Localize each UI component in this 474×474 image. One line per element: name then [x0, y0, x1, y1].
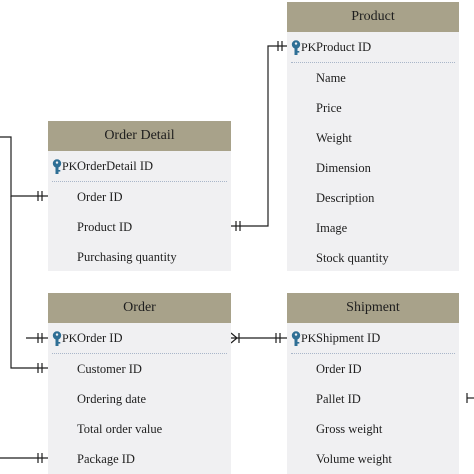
- order-attr-customer-id: Customer ID: [77, 362, 142, 376]
- shipment-pk-field: Shipment ID: [316, 331, 381, 345]
- crowfoot-order: [230, 332, 238, 344]
- entity-product-title: Product: [287, 2, 459, 32]
- order-detail-attr-order-id: Order ID: [77, 190, 123, 204]
- order-attr-total-order-value: Total order value: [77, 422, 163, 436]
- separator: [52, 181, 227, 182]
- product-pk-row: PK Product ID: [287, 32, 459, 62]
- separator: [52, 353, 227, 354]
- entity-order[interactable]: Order PK Order ID Customer ID Ordering d…: [48, 293, 231, 474]
- product-attr-stock-quantity: Stock quantity: [316, 251, 389, 265]
- entity-product[interactable]: Product PK Product ID Name Price Weight …: [287, 2, 459, 271]
- order-pk-row: PK Order ID: [48, 323, 231, 353]
- connector-external-customer: [10, 196, 48, 369]
- order-attr-package-id: Package ID: [77, 452, 135, 466]
- entity-shipment-title: Shipment: [287, 293, 459, 323]
- product-attr-dimension: Dimension: [316, 161, 371, 175]
- shipment-attr-gross-weight: Gross weight: [316, 422, 383, 436]
- product-attr-description: Description: [316, 191, 375, 205]
- key-icon: [291, 40, 301, 55]
- entity-order-title: Order: [48, 293, 231, 323]
- shipment-attr-pallet-id: Pallet ID: [316, 392, 361, 406]
- pk-label: PK: [62, 331, 78, 345]
- shipment-pk-row: PK Shipment ID: [287, 323, 459, 353]
- order-attr-ordering-date: Ordering date: [77, 392, 147, 406]
- key-icon: [52, 331, 62, 346]
- connector-external-orderdetail: [0, 136, 48, 197]
- order-detail-pk-row: PK OrderDetail ID: [48, 151, 231, 181]
- product-pk-field: Product ID: [316, 40, 372, 54]
- pk-label: PK: [301, 331, 317, 345]
- order-detail-pk-field: OrderDetail ID: [77, 159, 154, 173]
- shipment-attr-volume-weight: Volume weight: [316, 452, 392, 466]
- key-icon: [52, 159, 62, 174]
- key-icon: [291, 331, 301, 346]
- product-attr-price: Price: [316, 101, 342, 115]
- separator: [291, 353, 455, 354]
- pk-label: PK: [62, 159, 78, 173]
- pk-label: PK: [301, 40, 317, 54]
- entity-shipment[interactable]: Shipment PK Shipment ID Order ID Pallet …: [287, 293, 459, 474]
- shipment-attr-order-id: Order ID: [316, 362, 362, 376]
- order-detail-attr-product-id: Product ID: [77, 220, 133, 234]
- product-attr-image: Image: [316, 221, 348, 235]
- product-attr-weight: Weight: [316, 131, 352, 145]
- order-pk-field: Order ID: [77, 331, 123, 345]
- entity-order-detail-title: Order Detail: [48, 121, 231, 151]
- product-attr-name: Name: [316, 71, 346, 85]
- order-detail-attr-purchasing-quantity: Purchasing quantity: [77, 250, 177, 264]
- separator: [291, 62, 455, 63]
- entity-order-detail[interactable]: Order Detail PK OrderDetail ID Order ID …: [48, 121, 231, 271]
- connector-orderdetail-product: [231, 45, 287, 227]
